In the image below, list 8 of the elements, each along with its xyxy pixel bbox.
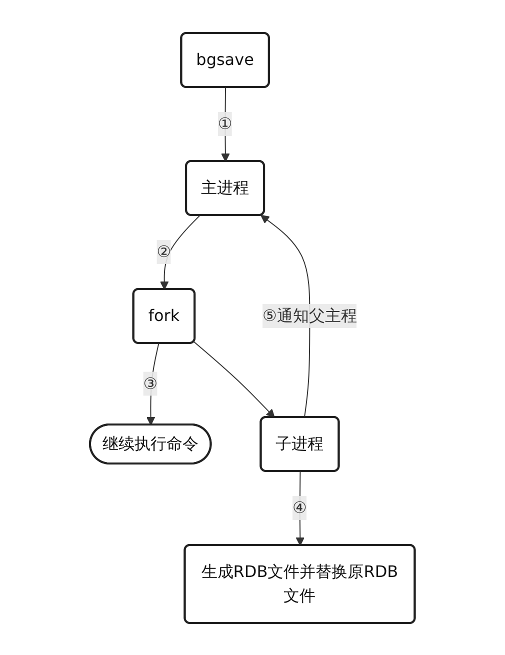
edge-label: ① xyxy=(218,114,232,133)
arrow xyxy=(194,340,275,418)
edge-label: ③ xyxy=(143,373,158,392)
arrow xyxy=(260,214,310,418)
edge-label: ② xyxy=(156,242,172,261)
edge-label: ⑤通知父主程 xyxy=(262,306,358,324)
arrow xyxy=(160,214,200,290)
edge-label: ④ xyxy=(292,497,308,516)
